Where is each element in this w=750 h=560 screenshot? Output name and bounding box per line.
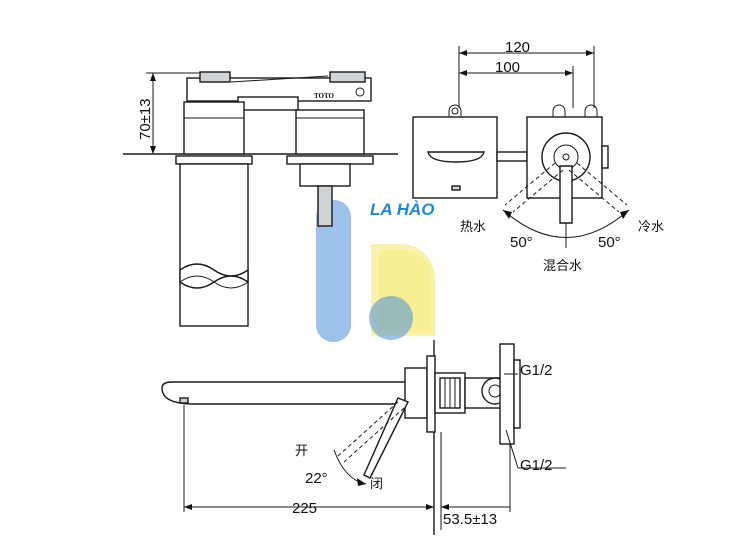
open-label: 开 bbox=[295, 444, 308, 459]
cold-water-label: 冷水 bbox=[638, 220, 664, 235]
hot-water-label: 热水 bbox=[460, 220, 486, 235]
brand-mark: TOTO bbox=[314, 92, 335, 100]
watermark-text: LA HÀO bbox=[370, 200, 435, 219]
elevation-view: TOTO 70±13 bbox=[123, 71, 398, 327]
angle-right-label: 50° bbox=[598, 234, 621, 251]
spout-length-dim: 225 bbox=[292, 500, 317, 517]
angle-left-label: 50° bbox=[510, 234, 533, 251]
watermark-logo: LA HÀO bbox=[316, 200, 435, 342]
plan-view: 120 100 热水 冷水 bbox=[412, 39, 664, 274]
width-inner-dim: 100 bbox=[495, 59, 520, 76]
wall-depth-dim: 53.5±13 bbox=[443, 511, 497, 528]
thread-bottom-label: G1/2 bbox=[520, 457, 553, 474]
width-outer-dim: 120 bbox=[505, 39, 530, 56]
height-dimension: 70±13 bbox=[137, 98, 154, 140]
thread-top-label: G1/2 bbox=[520, 362, 553, 379]
angle-label: 22° bbox=[305, 470, 328, 487]
mixed-water-label: 混合水 bbox=[543, 259, 582, 274]
side-view: 开 22° 闭 G1/2 G1/2 225 53.5±13 bbox=[161, 340, 566, 535]
close-label: 闭 bbox=[370, 477, 383, 492]
